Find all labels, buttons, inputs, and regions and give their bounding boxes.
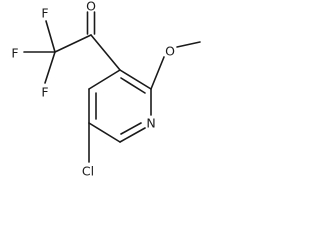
atom-f-bottom: F [41,85,48,100]
bond-ring-c6-c5 [88,122,121,143]
bond-ring-c3-c2-inner [120,77,146,94]
molecule-structure: F F F O O N Cl [11,0,201,179]
atom-carbonyl-oxygen: O [86,0,96,14]
bond-ring-c3-c2 [119,69,152,90]
bond-ring-n1-c6-inner [120,122,142,135]
bond-cf3-carbonyl [54,34,92,53]
atom-methoxy-oxygen: O [165,44,175,59]
atom-f-top: F [41,6,48,21]
bond-methoxy-methyl [176,41,201,48]
bond-c2-methoxy-oxygen [150,56,165,90]
bond-ring-c4-c3 [88,69,121,90]
atom-ring-nitrogen: N [146,116,155,131]
atom-chlorine: Cl [82,164,94,179]
bond-carbonyl-ring [90,34,121,71]
bond-cf3-f-bottom [44,51,56,84]
bond-cf3-f-top [45,20,56,53]
atom-f-left: F [11,46,18,61]
bond-ring-n1-c6 [119,127,146,143]
